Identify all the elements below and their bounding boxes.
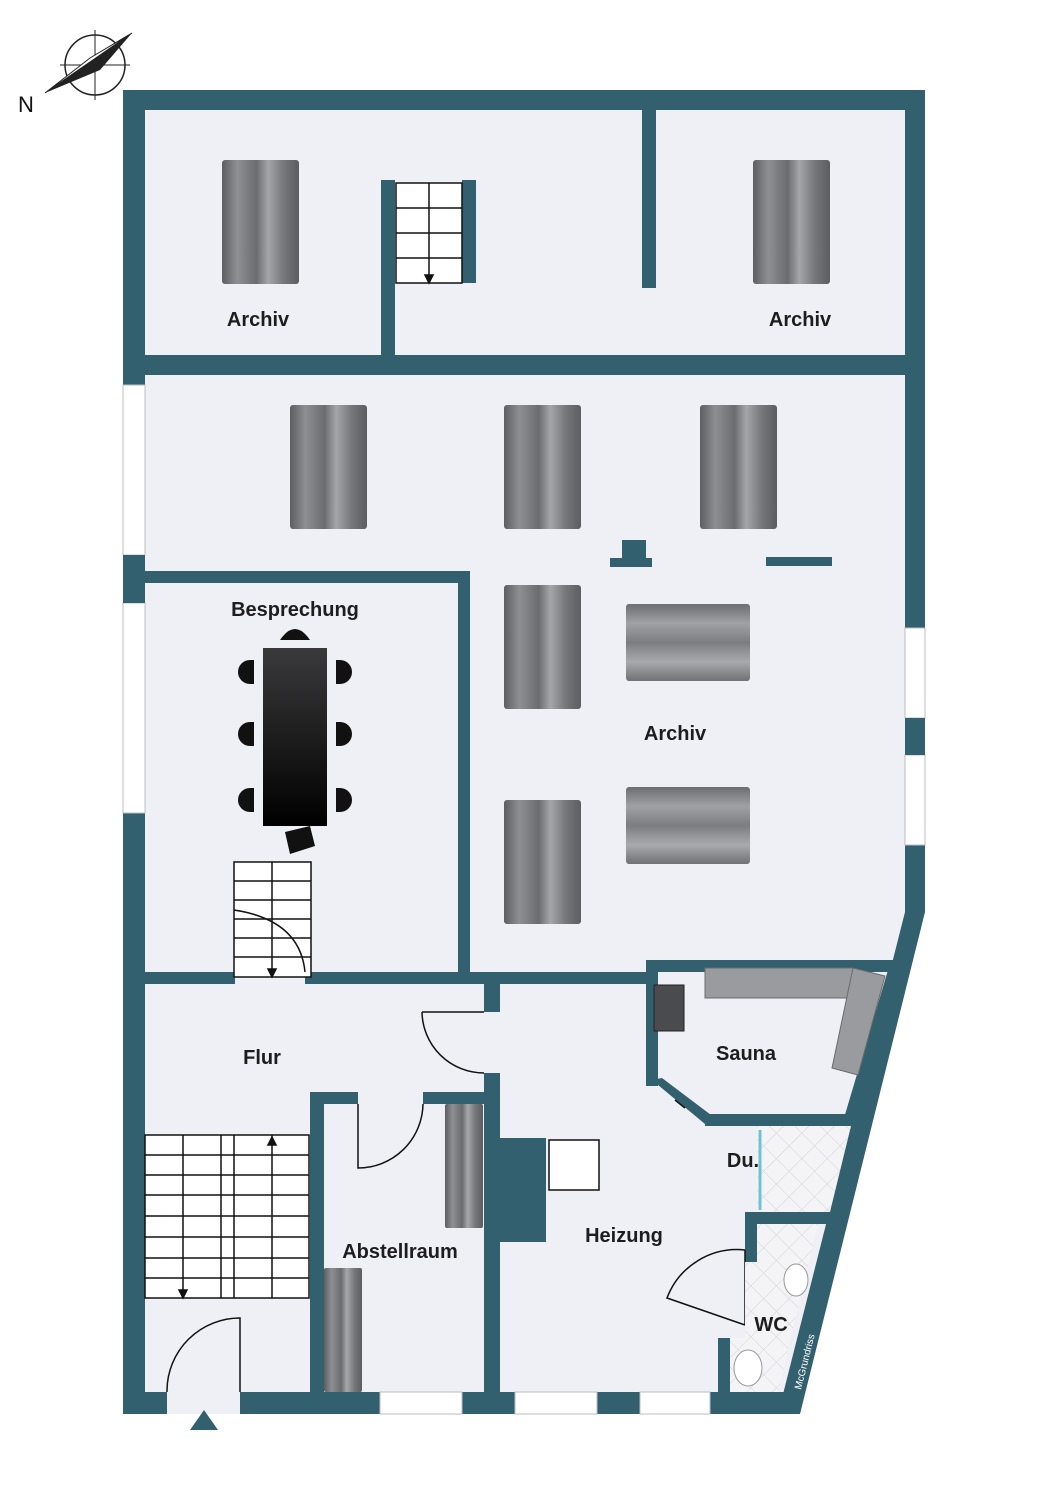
sauna-stove-icon bbox=[653, 984, 685, 1032]
shelf bbox=[290, 405, 367, 529]
logo-mark: VP bbox=[128, 1366, 143, 1385]
wall-stubs bbox=[610, 540, 832, 567]
staircase-top bbox=[395, 182, 463, 285]
logo-sub: IMMOBILIEN bbox=[141, 1324, 147, 1363]
room-label-sauna: Sauna bbox=[716, 1043, 777, 1065]
staircase-besprechung bbox=[233, 861, 312, 979]
boiler-icon bbox=[548, 1139, 600, 1191]
shelf bbox=[753, 160, 830, 284]
room-label-dusche: Du. bbox=[727, 1150, 759, 1172]
staircase-flur bbox=[144, 1134, 310, 1300]
wall-pier bbox=[905, 718, 925, 755]
sink-icon bbox=[783, 1263, 809, 1297]
interior-walls bbox=[123, 110, 925, 1394]
shelf bbox=[626, 787, 750, 864]
brand-logo: VP VON POLL IMMOBILIEN bbox=[126, 1291, 147, 1385]
room-label-flur: Flur bbox=[243, 1047, 281, 1069]
room-label-heizung: Heizung bbox=[585, 1225, 663, 1247]
shelf bbox=[222, 160, 299, 284]
shelf bbox=[324, 1268, 362, 1392]
shower-floor bbox=[757, 1126, 851, 1212]
compass-icon bbox=[44, 30, 133, 100]
room-label-archiv-top-left: Archiv bbox=[227, 309, 290, 331]
sauna-benches bbox=[704, 967, 886, 1076]
shelves bbox=[222, 160, 830, 1392]
room-label-abstellraum: Abstellraum bbox=[342, 1241, 458, 1263]
shelf bbox=[626, 604, 750, 681]
chair-icons bbox=[238, 629, 352, 854]
room-label-archiv-main: Archiv bbox=[644, 723, 707, 745]
shelf bbox=[504, 585, 581, 709]
toilet-icon bbox=[733, 1349, 763, 1387]
logo-name: VON POLL bbox=[126, 1291, 141, 1363]
room-label-besprechung: Besprechung bbox=[231, 599, 359, 621]
conference-table bbox=[263, 648, 327, 826]
shelf bbox=[504, 405, 581, 529]
room-label-archiv-top-right: Archiv bbox=[769, 309, 832, 331]
room-label-wc: WC bbox=[754, 1314, 787, 1336]
shelf bbox=[700, 405, 777, 529]
entrance-arrow-icon bbox=[190, 1410, 218, 1430]
north-label: N bbox=[18, 92, 34, 117]
shelf bbox=[445, 1104, 483, 1228]
shelf bbox=[504, 800, 581, 924]
